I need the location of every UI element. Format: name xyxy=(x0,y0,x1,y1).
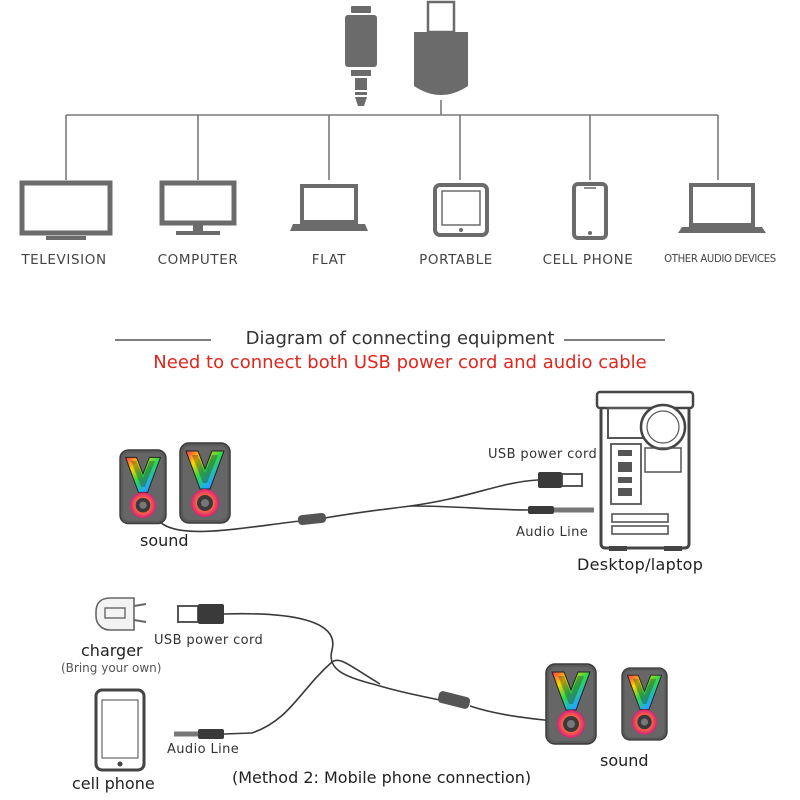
method1-cables xyxy=(159,479,539,533)
inline-control-bottom xyxy=(437,691,471,709)
computer-label: Desktop/laptop xyxy=(577,555,704,574)
device-label-computer: COMPUTER xyxy=(157,252,239,268)
other-laptop-icon xyxy=(678,183,766,233)
charger-icon xyxy=(95,597,147,631)
device-label-cell-phone: CELL PHONE xyxy=(542,252,634,268)
device-label-flat: FLAT xyxy=(311,252,347,268)
method2-caption: (Method 2: Mobile phone connection) xyxy=(232,768,532,787)
audio-jack-icon xyxy=(345,6,377,106)
television-icon xyxy=(19,180,113,240)
inline-control-top xyxy=(297,512,327,526)
red-note: Need to connect both USB power cord and … xyxy=(153,352,647,373)
audio-jack-top-icon xyxy=(528,506,594,514)
charger-note: (Bring your own) xyxy=(61,661,162,675)
device-label-television: TELEVISION xyxy=(21,252,107,268)
audio-line-label-top: Audio Line xyxy=(516,525,589,540)
device-label-portable: PORTABLE xyxy=(419,252,493,268)
speaker-label-top: sound xyxy=(140,531,189,550)
usb-plug-icon xyxy=(414,0,468,95)
method2-cables xyxy=(223,612,561,734)
audio-line-label-bottom: Audio Line xyxy=(167,742,240,757)
speaker-pair-top xyxy=(119,442,231,525)
tablet-icon xyxy=(433,183,489,237)
cell-phone-device-icon xyxy=(94,688,146,772)
speaker-pair-bottom xyxy=(545,663,668,745)
usb-cord-label-bottom: USB power cord xyxy=(154,633,264,648)
audio-jack-bottom-icon xyxy=(174,729,253,739)
cell-phone-icon xyxy=(572,182,608,240)
usb-plug-top-icon xyxy=(538,472,583,488)
charger-label: charger xyxy=(81,641,143,660)
cell-phone-label: cell phone xyxy=(72,774,155,793)
device-label-other-audio: OTHER AUDIO DEVICES xyxy=(664,252,776,265)
laptop-icon xyxy=(290,184,368,231)
device-tree-lines xyxy=(65,100,719,180)
usb-cord-label-top: USB power cord xyxy=(488,447,598,462)
desktop-pc-icon xyxy=(595,390,695,551)
diagram-title: Diagram of connecting equipment xyxy=(245,328,555,349)
computer-monitor-icon xyxy=(159,180,237,235)
speaker-label-bottom: sound xyxy=(600,751,649,770)
usb-plug-bottom-icon xyxy=(177,604,224,624)
